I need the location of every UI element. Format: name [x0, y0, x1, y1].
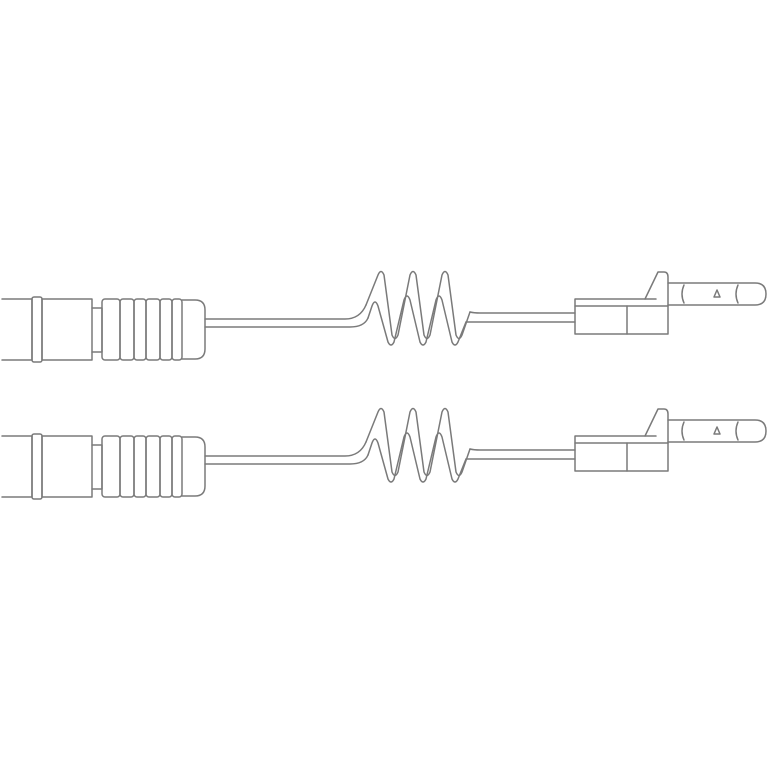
boot-rib-6	[172, 299, 182, 360]
probe-tip-groove-1	[682, 422, 684, 440]
connector-housing	[2, 297, 102, 362]
probe-housing	[575, 272, 668, 334]
cable-bottom-edge	[205, 455, 368, 464]
sensor-probe	[575, 272, 766, 334]
connector-neck	[92, 445, 102, 489]
cable-top-edge-right	[470, 312, 575, 313]
connector-body	[42, 436, 92, 497]
boot-rib-2	[120, 436, 134, 497]
boot-rib-5	[160, 436, 172, 497]
cable-top-edge	[205, 305, 366, 319]
connector-end-cap	[2, 299, 32, 360]
coil-back-wind	[368, 433, 466, 482]
probe-tip	[668, 283, 766, 305]
boot-rib-2	[120, 299, 134, 360]
coil-back-wind	[368, 296, 466, 345]
strain-relief-boot	[102, 299, 205, 360]
connector-end-cap	[2, 436, 32, 497]
coil-front-wind	[366, 272, 470, 339]
probe-tip	[668, 420, 766, 442]
connector-collar-ring	[32, 297, 42, 362]
connector-body	[42, 299, 92, 360]
wear-sensor-1	[2, 272, 766, 363]
probe-housing	[575, 409, 668, 471]
probe-tip-groove-2	[736, 285, 738, 303]
boot-rib-4	[146, 436, 160, 497]
strain-relief-boot	[102, 436, 205, 497]
boot-rib-6	[172, 436, 182, 497]
boot-rib-4	[146, 299, 160, 360]
probe-tip-groove-1	[682, 285, 684, 303]
sensor-probe	[575, 409, 766, 471]
wear-sensor-2	[2, 409, 766, 500]
cable-top-edge-right	[470, 449, 575, 450]
cable-top-edge	[205, 442, 366, 456]
probe-tip-contact-mark	[714, 427, 720, 434]
probe-tip-groove-2	[736, 422, 738, 440]
boot-rib-3	[134, 436, 146, 497]
connector-collar-ring	[32, 434, 42, 499]
boot-tail	[182, 300, 205, 359]
boot-tail	[182, 437, 205, 496]
cable	[205, 272, 575, 346]
cable	[205, 409, 575, 483]
boot-rib-3	[134, 299, 146, 360]
boot-rib-1	[102, 299, 120, 360]
connector-housing	[2, 434, 102, 499]
boot-rib-1	[102, 436, 120, 497]
cable-bottom-edge	[205, 318, 368, 327]
sensor-group	[2, 272, 766, 500]
probe-tip-contact-mark	[714, 290, 720, 297]
coil-front-wind	[366, 409, 470, 476]
boot-rib-5	[160, 299, 172, 360]
connector-neck	[92, 308, 102, 352]
